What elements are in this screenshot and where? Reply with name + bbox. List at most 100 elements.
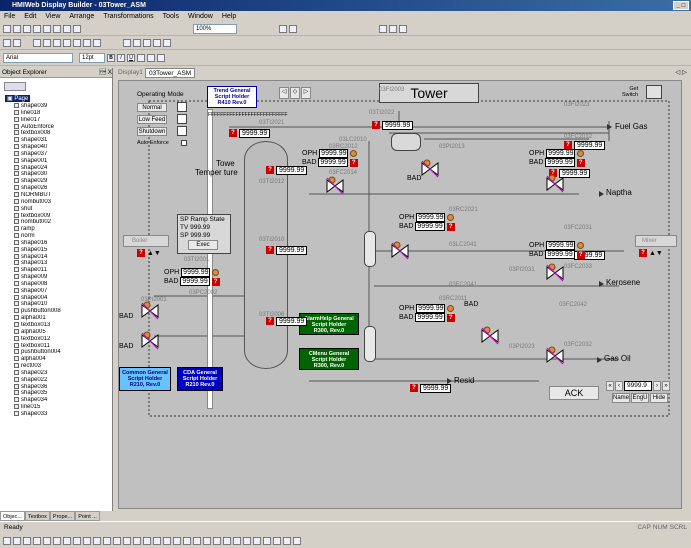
execute-button[interactable]: Exec <box>188 240 218 250</box>
process-value[interactable]: ? 9999.99 <box>564 140 606 150</box>
process-value[interactable]: ? 9999.99 <box>549 168 591 178</box>
tree-item[interactable]: textbox009 <box>14 212 114 220</box>
last-icon[interactable]: » <box>662 381 670 391</box>
reflux-drum[interactable] <box>391 133 421 151</box>
bad-value[interactable]: 9999.99 <box>415 313 445 322</box>
pv-value[interactable]: 9999.99 <box>381 120 414 130</box>
alarm-help-script-holder[interactable]: AlarmHelp General Script Holder R300, Re… <box>299 313 359 335</box>
ellipse-icon[interactable] <box>43 39 51 47</box>
tool-icon[interactable] <box>73 537 81 545</box>
image-icon[interactable] <box>93 39 101 47</box>
save-icon[interactable] <box>23 25 31 33</box>
prev-icon[interactable]: ‹ <box>615 381 623 391</box>
tool-icon[interactable] <box>153 537 161 545</box>
tree-item[interactable]: shape030 <box>14 171 114 178</box>
polygon-icon[interactable] <box>53 39 61 47</box>
text-color-icon[interactable] <box>399 25 407 33</box>
tool-icon[interactable] <box>203 537 211 545</box>
pv-value[interactable]: 9999.99 <box>275 245 308 255</box>
line-color-icon[interactable] <box>379 25 387 33</box>
side-stripper-2[interactable] <box>364 326 376 362</box>
tool-icon[interactable] <box>283 537 291 545</box>
align-icon[interactable] <box>279 25 287 33</box>
line-icon[interactable] <box>63 39 71 47</box>
process-value[interactable]: ? 9999.99 <box>266 165 308 175</box>
bold-icon[interactable]: B <box>107 54 115 62</box>
tool-icon[interactable] <box>123 537 131 545</box>
pv-value[interactable]: 9999.99 <box>573 250 606 260</box>
tree-root[interactable]: ▣ Page <box>5 95 31 102</box>
cut-icon[interactable] <box>33 25 41 33</box>
tool-icon[interactable] <box>183 537 191 545</box>
tool-icon[interactable] <box>213 537 221 545</box>
tree-item[interactable]: shape031 <box>14 137 114 144</box>
tree-item[interactable]: nombut002 <box>14 219 114 226</box>
normal-button[interactable]: Normal <box>137 103 167 112</box>
tab-textbox[interactable]: Textbox <box>24 511 50 521</box>
tree-item[interactable]: textbox008 <box>14 130 114 137</box>
tool-icon[interactable] <box>263 537 271 545</box>
distillation-tower[interactable] <box>244 141 288 369</box>
control-valve[interactable] <box>544 174 566 196</box>
menu-transformations[interactable]: Transformations <box>103 13 154 20</box>
tree-item[interactable]: shape039 <box>14 103 114 110</box>
oph-value[interactable]: 9999.99 <box>319 149 349 158</box>
process-value[interactable]: ? 9999.99 <box>372 120 414 130</box>
engu-button[interactable]: EngU <box>631 393 649 403</box>
tree-item[interactable]: shape014 <box>14 253 114 261</box>
tree-item[interactable]: pushbutton008 <box>14 308 114 315</box>
tree-item[interactable]: shape007 <box>14 287 114 295</box>
tree-item[interactable]: NORMBUT <box>14 191 114 199</box>
font-name-field[interactable]: Arial <box>3 53 73 63</box>
low-feed-button[interactable]: Low Feed <box>137 115 167 124</box>
new-icon[interactable] <box>3 25 11 33</box>
alphanumeric-icon[interactable] <box>123 39 131 47</box>
control-valve[interactable] <box>139 331 161 353</box>
oph-value[interactable]: 9999.99 <box>181 268 211 277</box>
mixer-label[interactable]: Mixer <box>635 235 677 247</box>
bad-value[interactable]: 9999.99 <box>545 250 575 259</box>
process-value[interactable]: ? 9999.99 <box>229 128 271 138</box>
tree-item[interactable]: shape004 <box>14 294 114 302</box>
process-value[interactable]: ? 9999.99 <box>266 316 308 326</box>
tree-item[interactable]: shape034 <box>14 397 114 404</box>
tree-item[interactable]: textbox012 <box>14 335 114 343</box>
tree-item[interactable]: line015 <box>14 404 114 411</box>
window-controls[interactable]: _ □ X <box>673 1 689 18</box>
arc-icon[interactable] <box>73 39 81 47</box>
tree-item[interactable]: shape009 <box>14 274 114 281</box>
tool-icon[interactable] <box>163 537 171 545</box>
tree-item[interactable]: shape013 <box>14 260 114 267</box>
nav-right-icon[interactable]: ▷ <box>301 87 311 99</box>
tool-icon[interactable] <box>93 537 101 545</box>
paste-icon[interactable] <box>53 25 61 33</box>
tool-icon[interactable] <box>253 537 261 545</box>
trend-script-holder[interactable]: Trend General Script Holder R410 Rev.0 <box>207 86 257 108</box>
tree-item[interactable]: shape022 <box>14 376 114 384</box>
cmenu-script-holder[interactable]: CMenu General Script Holder R300, Rev.0 <box>299 348 359 370</box>
bad-value[interactable]: 9999.99 <box>180 277 210 286</box>
point-nav-value[interactable]: 9999.9 <box>624 381 652 391</box>
menu-view[interactable]: View <box>45 13 61 20</box>
oph-value[interactable]: 9999.99 <box>416 213 446 222</box>
tool-icon[interactable] <box>83 537 91 545</box>
zoom-field[interactable]: 100% <box>193 24 237 34</box>
tab-display1[interactable]: Display1 <box>118 69 143 76</box>
menu-edit[interactable]: Edit <box>24 13 37 20</box>
pv-value[interactable]: 9999.99 <box>558 168 591 178</box>
name-button[interactable]: Name <box>612 393 630 403</box>
tab-point[interactable]: Point ... <box>75 511 100 521</box>
tool-icon[interactable] <box>13 537 21 545</box>
menu-help[interactable]: Help <box>221 13 237 20</box>
open-icon[interactable] <box>13 25 21 33</box>
tree-item[interactable]: shape026 <box>14 185 114 192</box>
tree-item[interactable]: nombut003 <box>14 198 114 206</box>
hide-button[interactable]: Hide <box>650 393 668 403</box>
pv-value[interactable]: 9999.99 <box>419 383 452 393</box>
nav-left-icon[interactable]: ◁ <box>279 87 289 99</box>
tree-item[interactable]: shape037 <box>14 150 114 158</box>
tool-icon[interactable] <box>233 537 241 545</box>
copy-icon[interactable] <box>43 25 51 33</box>
tool-icon[interactable] <box>243 537 251 545</box>
tree-item[interactable]: shape036 <box>14 383 114 391</box>
